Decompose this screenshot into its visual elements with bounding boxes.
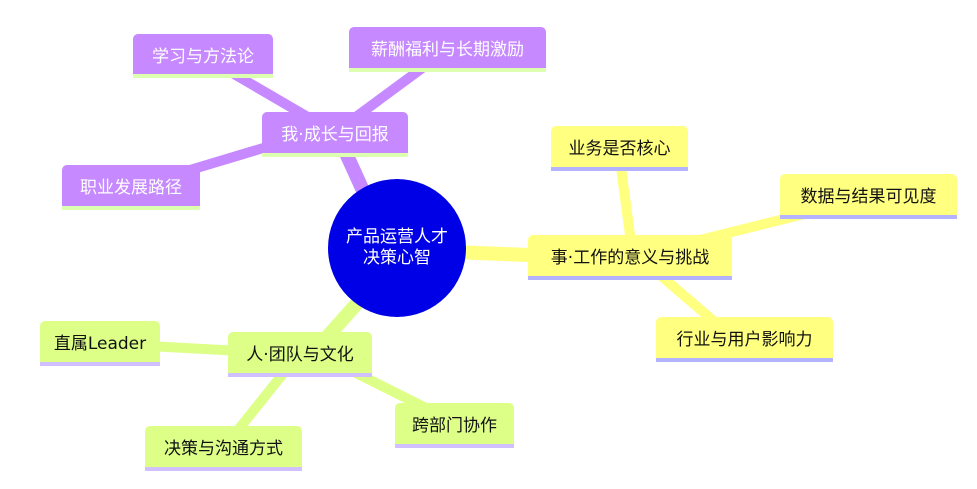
node-me-growth[interactable]: 我·成长与回报 xyxy=(262,112,408,157)
node-decision-communication[interactable]: 决策与沟通方式 xyxy=(145,426,302,471)
root-node[interactable]: 产品运营人才 决策心智 xyxy=(328,179,466,317)
node-data-visibility[interactable]: 数据与结果可见度 xyxy=(780,174,957,219)
root-title-line1: 产品运营人才 xyxy=(346,227,448,247)
node-career-path[interactable]: 职业发展路径 xyxy=(62,165,200,210)
node-cross-team[interactable]: 跨部门协作 xyxy=(395,403,514,448)
node-people-culture[interactable]: 人·团队与文化 xyxy=(228,332,372,377)
node-pay-incentive[interactable]: 薪酬福利与长期激励 xyxy=(349,27,546,72)
node-industry-impact[interactable]: 行业与用户影响力 xyxy=(656,317,833,362)
node-direct-leader[interactable]: 直属Leader xyxy=(40,321,160,366)
node-study-method[interactable]: 学习与方法论 xyxy=(133,34,273,78)
node-work-meaning[interactable]: 事·工作的意义与挑战 xyxy=(528,235,732,280)
node-business-core[interactable]: 业务是否核心 xyxy=(551,126,688,171)
root-title-line2: 决策心智 xyxy=(363,248,431,268)
